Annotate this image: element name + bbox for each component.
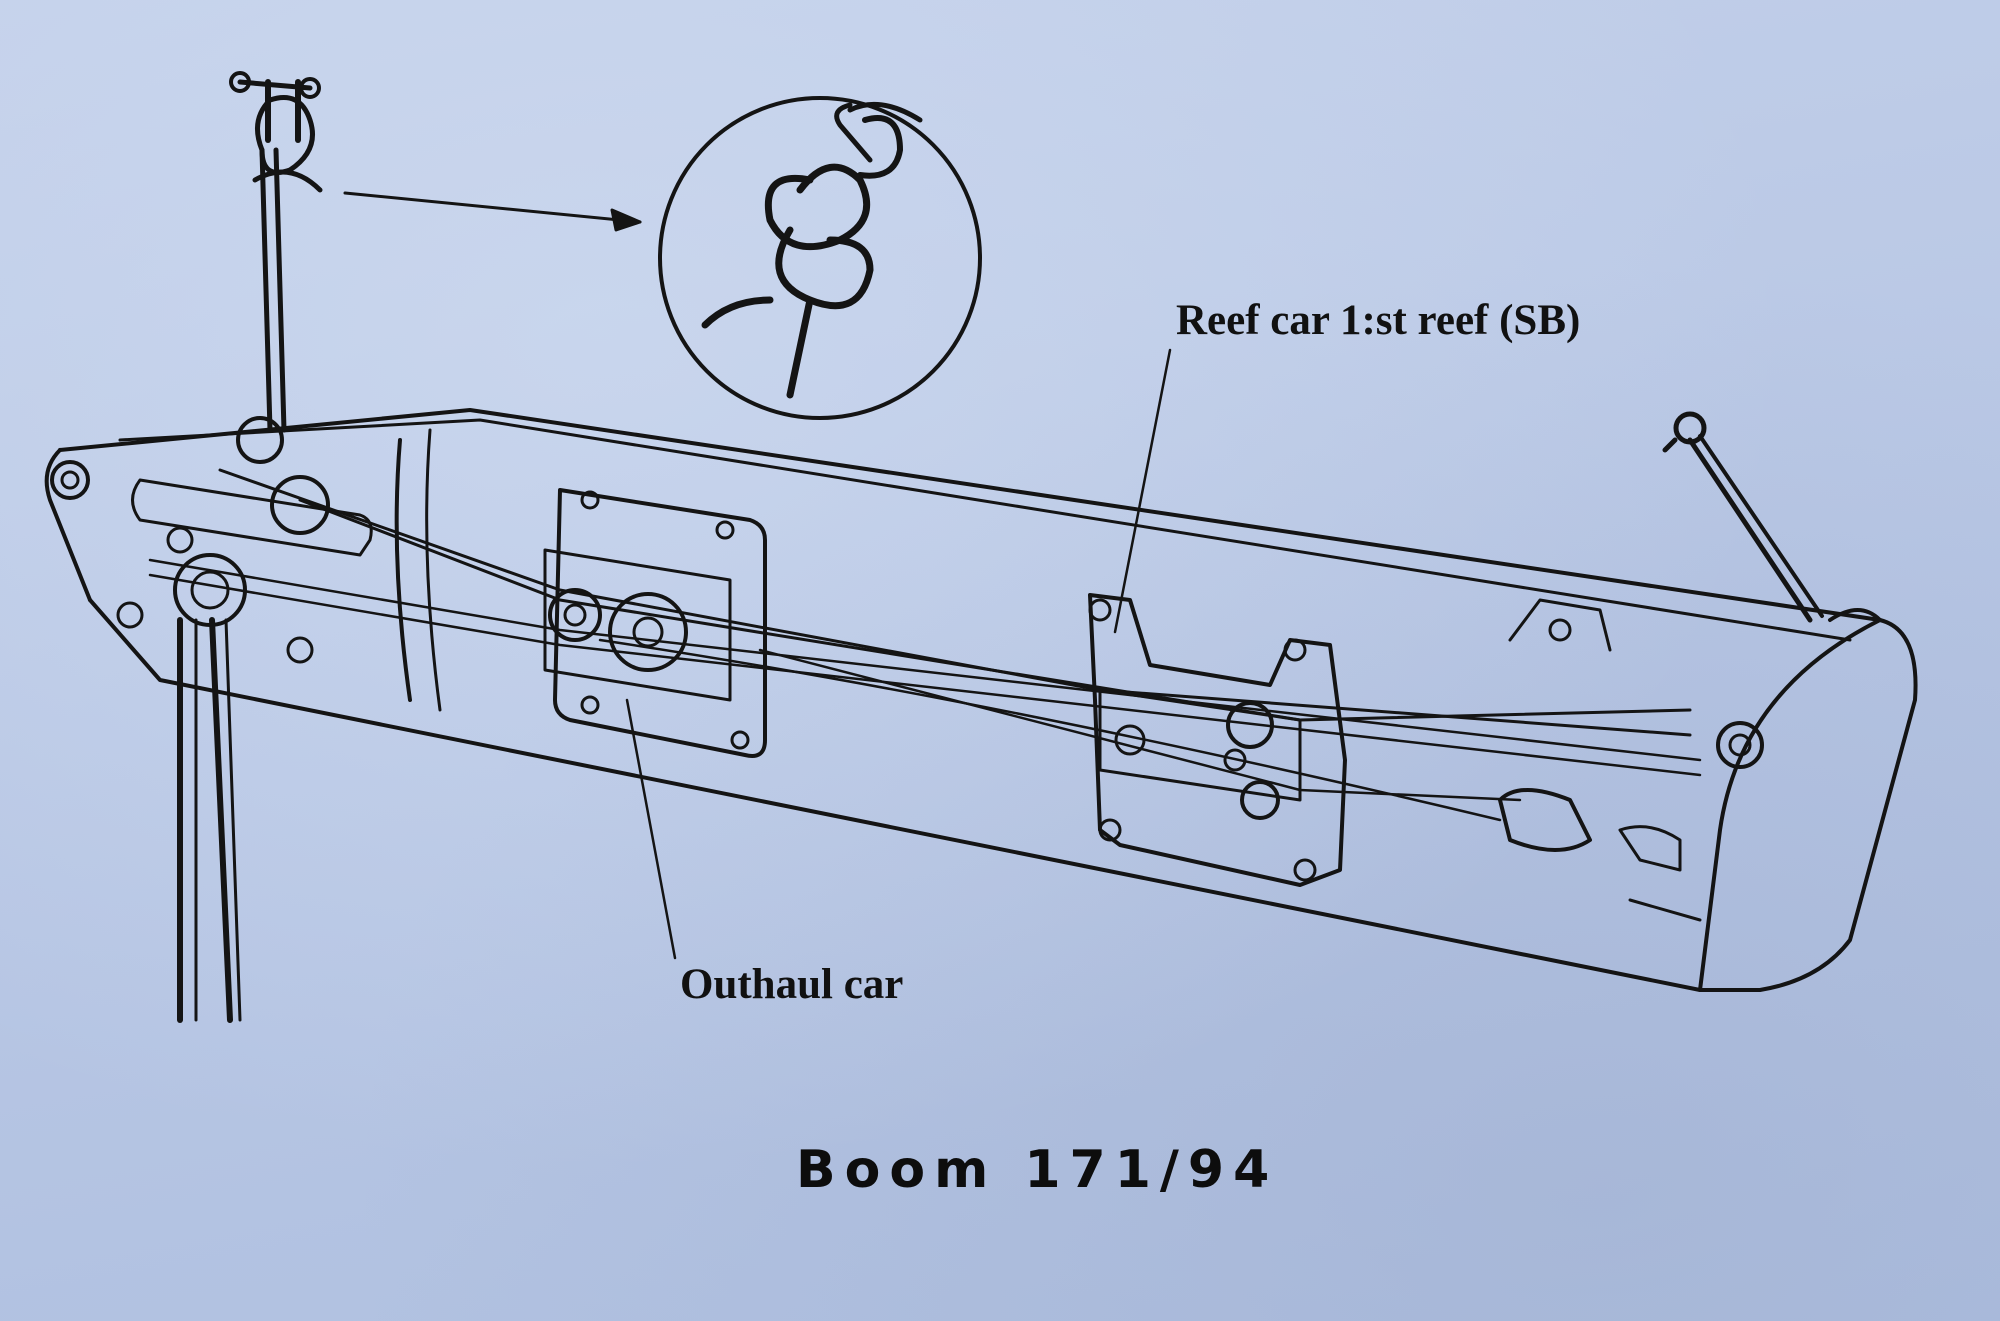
shackle-icon: [229, 71, 321, 143]
boom-body: [44, 408, 1918, 992]
outhaul-car-leader-line: [625, 698, 677, 960]
clew-rope: [1662, 411, 1824, 623]
reefing-lines: [148, 468, 1702, 822]
detail-arrow: [343, 191, 642, 232]
reef-car: [1088, 593, 1347, 887]
knot-detail-circle: [658, 96, 982, 420]
topping-lift-rope: [252, 95, 323, 433]
figure-caption: Boom 171/94: [796, 1140, 1279, 1200]
reef-car-leader-line: [1113, 348, 1172, 634]
outhaul-car-label: Outhaul car: [680, 961, 904, 1008]
hanging-lines: [177, 617, 242, 1023]
reef-car-label: Reef car 1:st reef (SB): [1176, 297, 1581, 344]
outhaul-car: [543, 488, 767, 758]
